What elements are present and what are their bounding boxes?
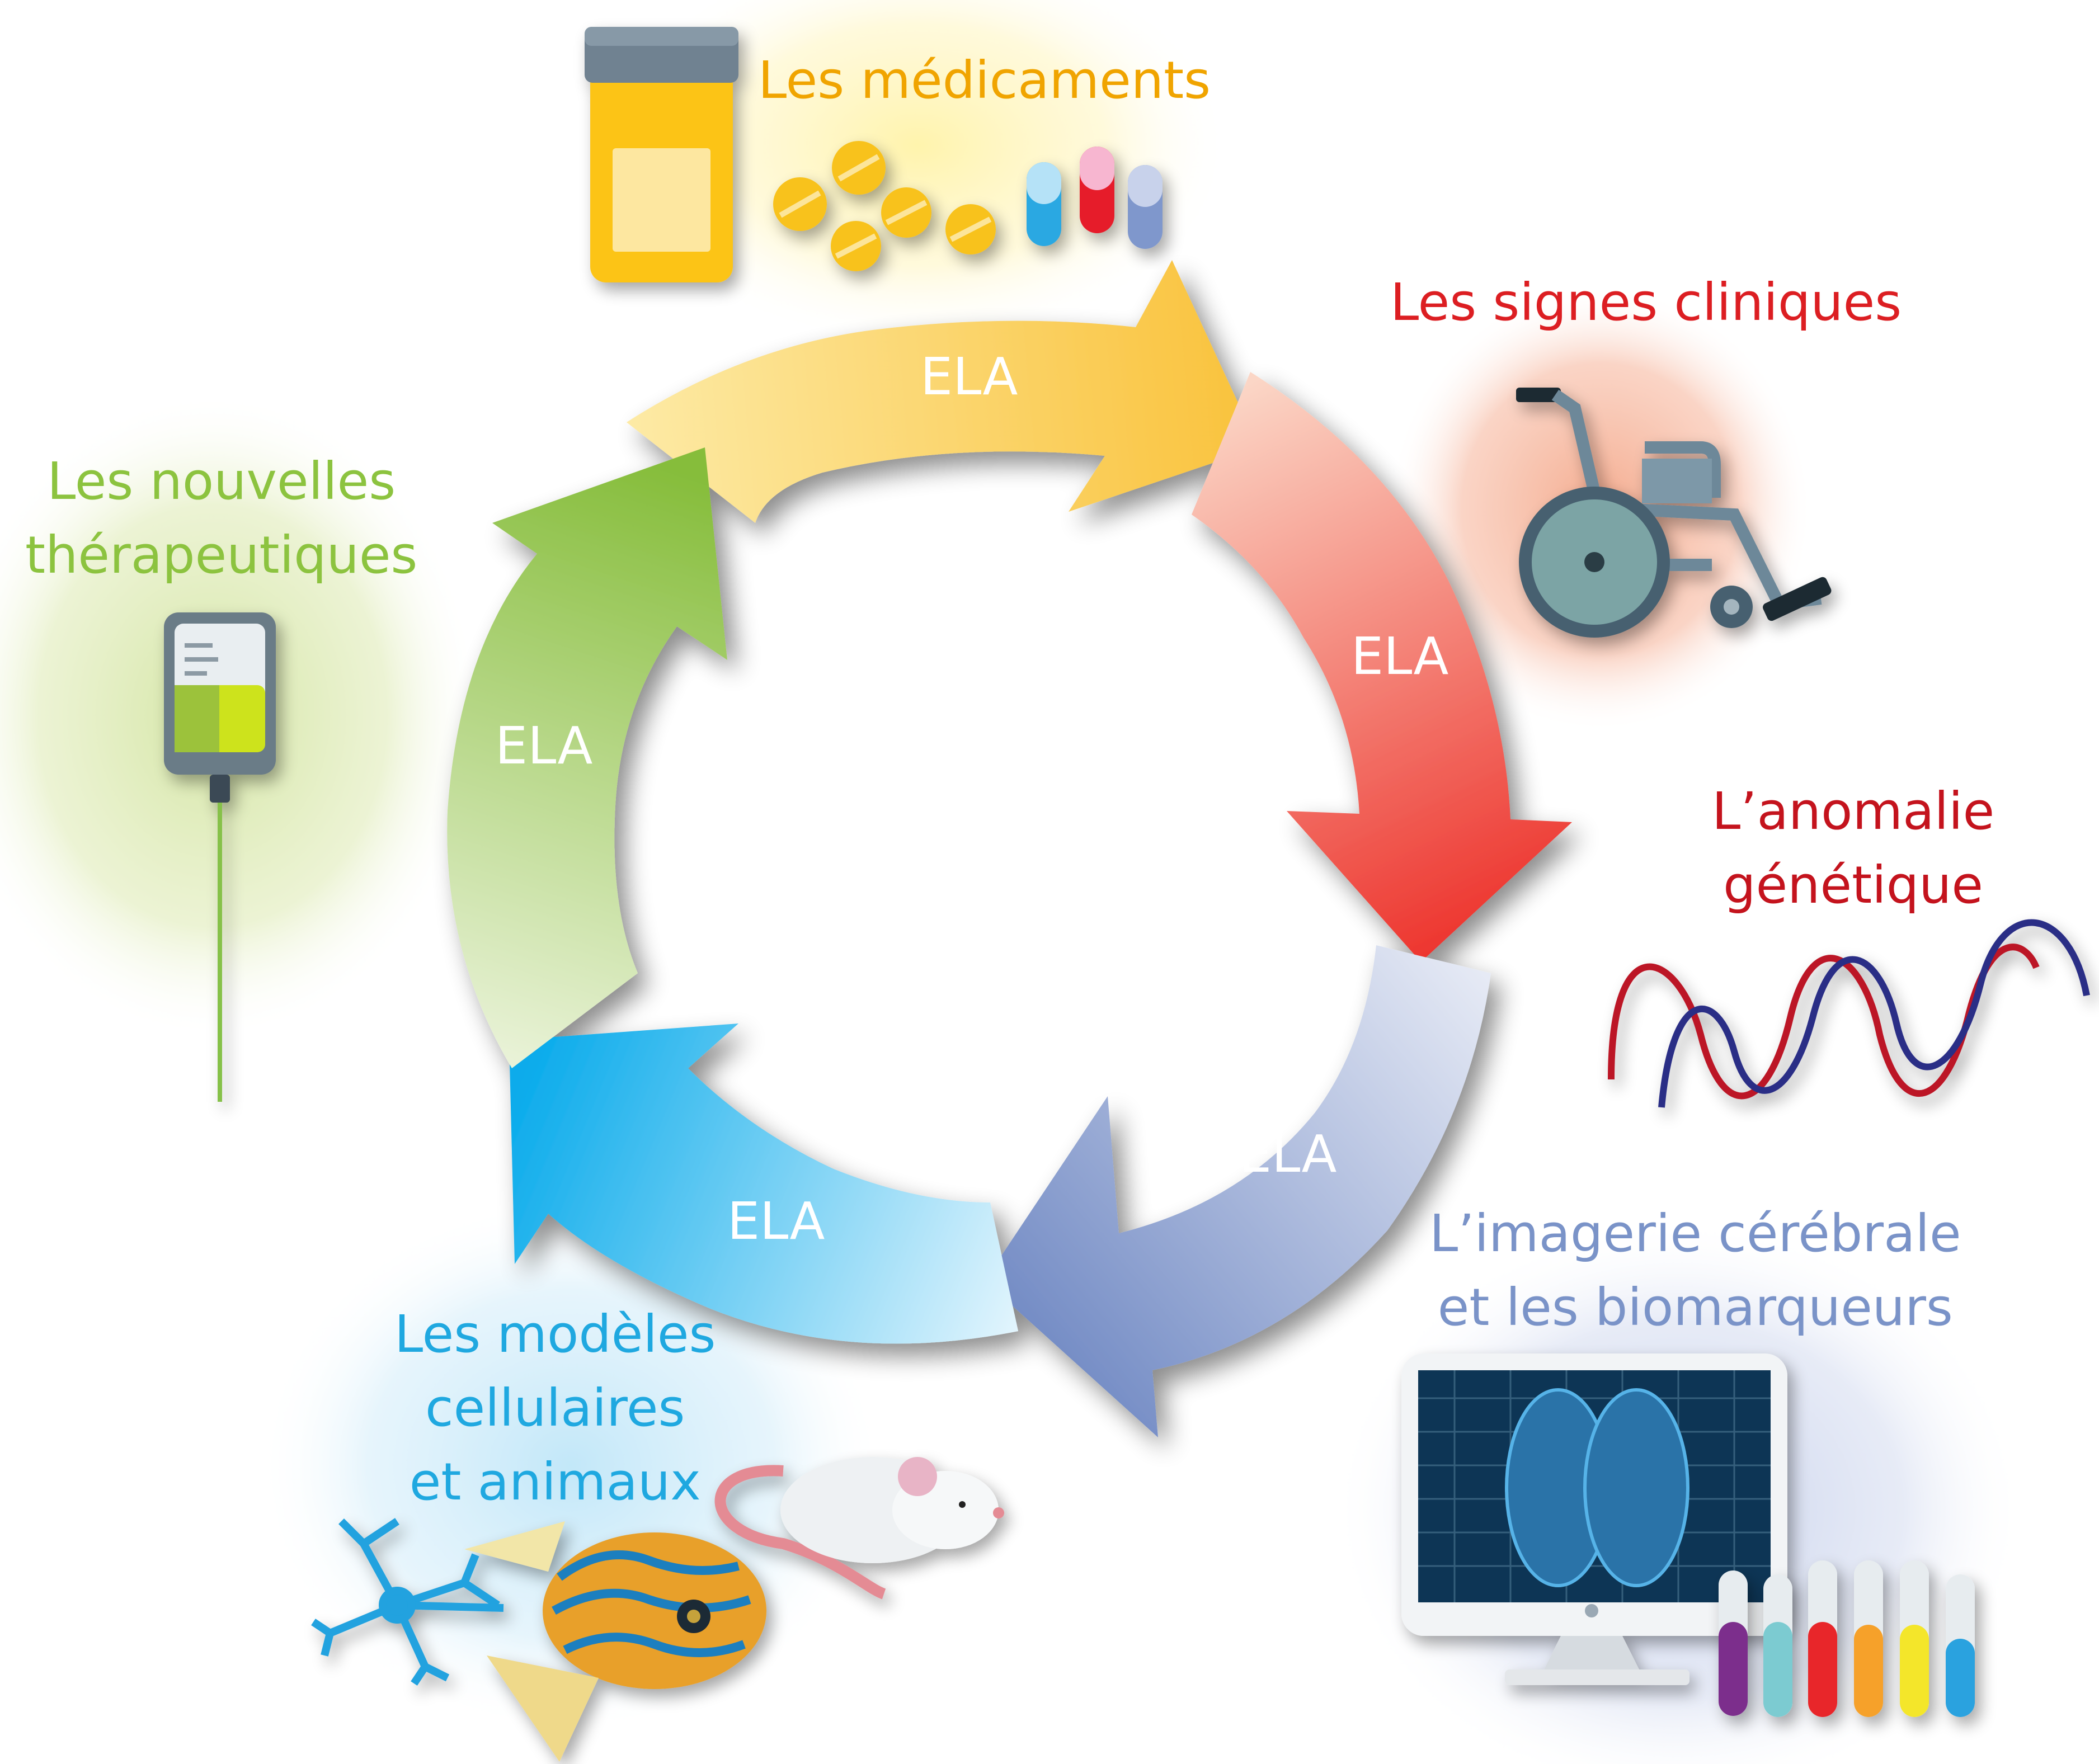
ela-label-blue: ELA	[727, 1191, 825, 1251]
label-nouvelles-line1: Les nouvelles	[47, 451, 396, 511]
mouse-icon	[714, 1457, 1004, 1600]
pills-icon	[773, 141, 996, 271]
cycle-arrows	[447, 260, 1572, 1437]
arrow-blue	[509, 1024, 1018, 1344]
label-anomalie-genetique: L’anomalie génétique	[1712, 775, 1994, 922]
halo-medicaments	[604, 0, 1231, 347]
fish-icon	[464, 1521, 766, 1762]
label-imagerie-biomarqueurs: L’imagerie cérébrale et les biomarqueurs	[1429, 1197, 1961, 1345]
label-medicaments: Les médicaments	[758, 44, 1211, 117]
capsules-icon	[1027, 147, 1163, 249]
ela-labels: ELA ELA ELA ELA ELA	[495, 347, 1448, 1251]
ela-label-red: ELA	[1351, 626, 1448, 686]
label-modeles-line2: cellulaires	[425, 1378, 685, 1438]
arrow-purple	[985, 945, 1491, 1437]
ela-label-green: ELA	[495, 716, 592, 776]
dna-helix-icon	[1608, 919, 2090, 1108]
ela-label-purple: ELA	[1239, 1124, 1336, 1184]
label-signes-line1: Les signes cliniques	[1390, 272, 1902, 332]
label-anomalie-line1: L’anomalie	[1712, 781, 1995, 841]
arrow-green	[447, 447, 727, 1068]
monitor-brain-icon	[1401, 1353, 1787, 1685]
test-tubes-icon	[1719, 1560, 1975, 1717]
wheelchair-icon	[1516, 388, 1832, 638]
label-signes-cliniques: Les signes cliniques	[1390, 266, 1902, 339]
label-nouvelles-therapeutiques: Les nouvelles thérapeutiques	[25, 445, 417, 592]
label-modeles-cellulaires-animaux: Les modèles cellulaires et animaux	[394, 1298, 716, 1519]
label-modeles-line1: Les modèles	[394, 1304, 716, 1364]
label-imagerie-line2: et les biomarqueurs	[1437, 1277, 1953, 1337]
label-nouvelles-line2: thérapeutiques	[25, 525, 418, 585]
label-imagerie-line1: L’imagerie cérébrale	[1429, 1204, 1961, 1263]
label-anomalie-line2: génétique	[1723, 855, 1984, 915]
arrow-red	[1192, 372, 1572, 962]
neuron-cell-icon	[311, 1518, 504, 1686]
iv-bag-icon	[164, 612, 276, 1102]
ela-label-yellow: ELA	[920, 347, 1018, 407]
arrow-yellow	[627, 260, 1259, 523]
pill-bottle-icon	[585, 27, 738, 282]
label-modeles-line3: et animaux	[409, 1452, 701, 1512]
label-medicaments-line1: Les médicaments	[758, 50, 1211, 110]
